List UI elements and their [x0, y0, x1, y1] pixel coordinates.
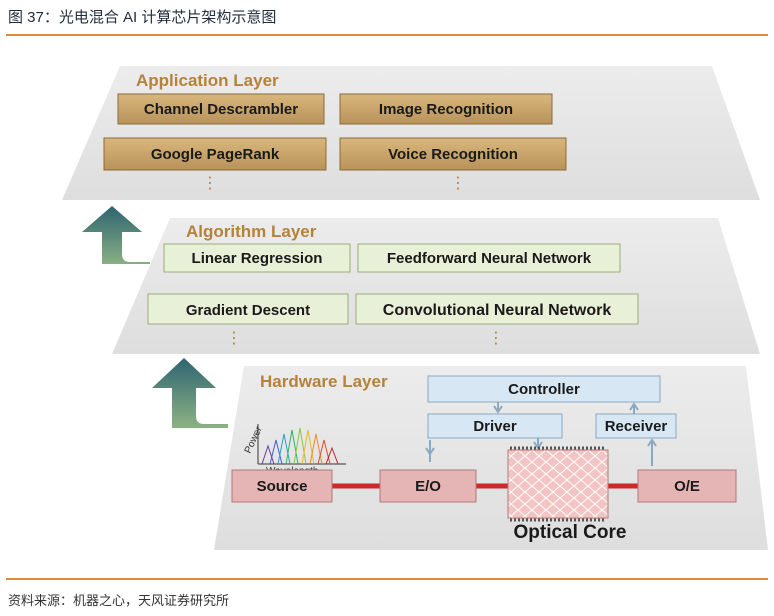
- app-item-voice-recognition: Voice Recognition: [339, 137, 567, 171]
- svg-text:Gradient Descent: Gradient Descent: [186, 302, 310, 319]
- svg-text:O/E: O/E: [674, 478, 700, 495]
- driver-to-eo-arrow-icon: [425, 440, 435, 462]
- svg-text:Linear Regression: Linear Regression: [192, 250, 323, 267]
- top-divider: [6, 34, 768, 36]
- optical-core-chip: [507, 446, 609, 522]
- svg-text:Convolutional Neural Network: Convolutional Neural Network: [383, 302, 612, 319]
- application-layer-title: Application Layer: [136, 71, 279, 90]
- controller-block: Controller: [427, 375, 661, 403]
- svg-text:Voice Recognition: Voice Recognition: [388, 146, 518, 163]
- svg-text:Google PageRank: Google PageRank: [151, 146, 280, 163]
- svg-text:Feedforward Neural Network: Feedforward Neural Network: [387, 250, 592, 267]
- app-ellipsis-left: ⋮: [202, 175, 218, 192]
- svg-text:E/O: E/O: [415, 478, 441, 495]
- svg-text:Receiver: Receiver: [605, 418, 668, 435]
- app-item-google-pagerank: Google PageRank: [103, 137, 327, 171]
- algo-ellipsis-left: ⋮: [226, 330, 242, 347]
- algo-item-gradient-descent: Gradient Descent: [147, 293, 349, 325]
- hardware-layer-plate: [214, 366, 768, 550]
- architecture-diagram: Application Layer Channel Descrambler Im…: [62, 66, 768, 550]
- algorithm-layer-title: Algorithm Layer: [186, 222, 317, 241]
- figure-title: 图 37：光电混合 AI 计算芯片架构示意图: [8, 9, 277, 26]
- app-item-channel-descrambler: Channel Descrambler: [117, 93, 325, 125]
- source-block: Source: [231, 469, 333, 503]
- svg-text:Channel Descrambler: Channel Descrambler: [144, 101, 298, 118]
- algo-item-linear-regression: Linear Regression: [163, 243, 351, 273]
- oe-to-receiver-arrow-icon: [647, 438, 657, 466]
- svg-text:Driver: Driver: [473, 418, 517, 435]
- app-ellipsis-right: ⋮: [450, 175, 466, 192]
- up-arrow-lower-icon: [152, 358, 228, 448]
- controller-to-driver-arrow-icon: [493, 402, 503, 414]
- oe-block: O/E: [637, 469, 737, 503]
- svg-text:Image Recognition: Image Recognition: [379, 101, 513, 118]
- svg-text:Source: Source: [257, 478, 308, 495]
- bottom-divider: [6, 578, 768, 580]
- driver-block: Driver: [427, 413, 563, 439]
- algo-ellipsis-right: ⋮: [488, 330, 504, 347]
- algo-item-convolutional-nn: Convolutional Neural Network: [355, 293, 639, 325]
- svg-text:Controller: Controller: [508, 381, 580, 398]
- app-item-image-recognition: Image Recognition: [339, 93, 553, 125]
- receiver-block: Receiver: [595, 413, 677, 439]
- up-arrow-upper-icon: [82, 206, 150, 284]
- algo-item-feedforward-nn: Feedforward Neural Network: [357, 243, 621, 273]
- figure-source: 资料来源：机器之心，天风证券研究所: [8, 593, 230, 608]
- optical-core-label: Optical Core: [514, 522, 627, 543]
- receiver-to-controller-arrow-icon: [629, 402, 639, 414]
- eo-block: E/O: [379, 469, 477, 503]
- hardware-layer-title: Hardware Layer: [260, 372, 388, 391]
